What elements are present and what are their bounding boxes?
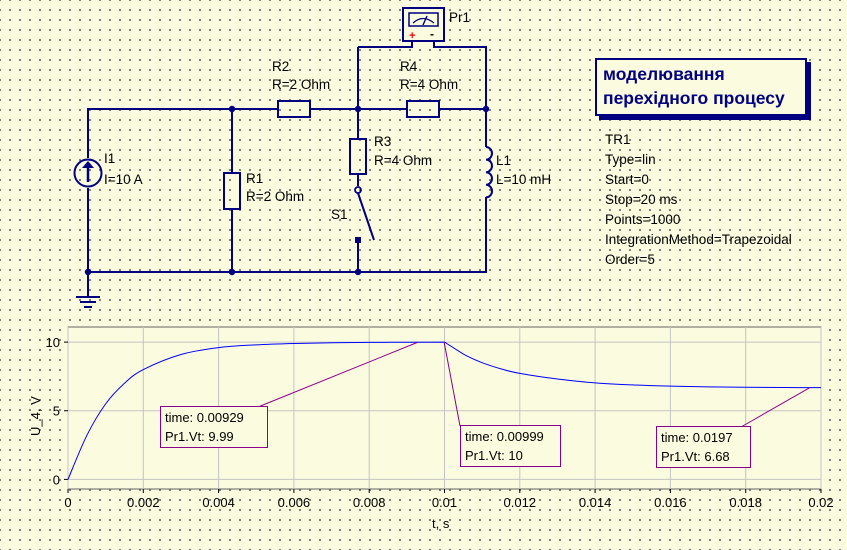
- x-tick-label: 0.02: [808, 495, 833, 510]
- switch-s1[interactable]: [354, 186, 375, 243]
- r1-name-label: R1: [246, 171, 263, 186]
- r4-name-label: R4: [400, 59, 418, 74]
- ground-symbol: [76, 296, 100, 308]
- y-tick-label: 0: [53, 472, 60, 487]
- probe-minus-sign: -: [430, 27, 434, 41]
- y-axis-label: U_4, V: [28, 396, 43, 436]
- r2-value-label: R=2 Ohm: [272, 77, 330, 92]
- probe-plus-sign: +: [409, 30, 415, 42]
- x-tick-label: 0.004: [202, 495, 235, 510]
- r3-name-label: R3: [374, 134, 391, 149]
- marker-box[interactable]: time: 0.0197 Pr1.Vt: 6.68: [656, 426, 751, 468]
- r4-value-label: R=4 Ohm: [400, 77, 458, 92]
- marker-box[interactable]: time: 0.00929 Pr1.Vt: 9.99: [160, 406, 268, 448]
- voltmeter-probe-pr1[interactable]: + -: [402, 7, 445, 42]
- y-tick-label: 10: [46, 335, 60, 350]
- title-line-1: моделювання: [603, 64, 725, 84]
- current-source-i1[interactable]: [73, 158, 103, 188]
- resistor-r4[interactable]: [406, 100, 440, 118]
- x-tick-label: 0.018: [729, 495, 762, 510]
- x-tick-label: 0: [64, 495, 71, 510]
- marker-time-label: time: 0.0197: [661, 430, 733, 445]
- r2-name-label: R2: [272, 59, 289, 74]
- x-tick-label: 0.014: [579, 495, 612, 510]
- junctions: [84, 105, 490, 276]
- resistor-r3[interactable]: [349, 138, 367, 175]
- l1-name-label: L1: [496, 153, 511, 168]
- i1-value-label: I=10 A: [104, 172, 143, 187]
- inductor-l1[interactable]: [485, 146, 493, 199]
- l1-value-label: L=10 mH: [496, 172, 551, 187]
- simulation-param: IntegrationMethod=Trapezoidal: [605, 232, 792, 247]
- resistor-r2[interactable]: [277, 100, 311, 118]
- simulation-param: Order=5: [605, 252, 655, 267]
- marker-value-label: Pr1.Vt: 10: [465, 448, 523, 463]
- marker-time-label: time: 0.00929: [165, 410, 244, 425]
- resistor-r1[interactable]: [223, 172, 241, 210]
- x-axis-label: t, s: [432, 516, 450, 531]
- simulation-param: Start=0: [605, 172, 649, 187]
- x-tick-label: 0.006: [278, 495, 311, 510]
- marker-leader-line: [740, 387, 810, 428]
- marker-value-label: Pr1.Vt: 9.99: [165, 429, 234, 444]
- i1-name-label: I1: [104, 151, 115, 166]
- marker-time-label: time: 0.00999: [465, 429, 544, 444]
- simulation-block-tr1[interactable]: TR1 Type=lin Start=0 Stop=20 ms Points=1…: [605, 130, 792, 270]
- simulation-param: Type=lin: [605, 152, 656, 167]
- s1-name-label: S1: [331, 207, 348, 222]
- chart-ticks: 0 0.002 0.004 0.006 0.008 0.01 0.012 0.014 0.016…: [46, 335, 834, 510]
- marker-leader-line: [257, 341, 418, 408]
- simulation-param: Stop=20 ms: [605, 192, 678, 207]
- marker-leader-line: [443, 342, 461, 427]
- simulation-name: TR1: [605, 132, 631, 147]
- x-tick-label: 0.012: [504, 495, 537, 510]
- x-tick-label: 0.016: [654, 495, 687, 510]
- marker-leader-lines: [257, 341, 810, 428]
- x-tick-label: 0.002: [127, 495, 160, 510]
- r1-value-label: R=2 Ohm: [246, 189, 304, 204]
- y-tick-label: 5: [53, 404, 60, 419]
- r3-value-label: R=4 Ohm: [374, 153, 432, 168]
- schematic-title-box[interactable]: моделювання перехідного процесу: [595, 58, 807, 116]
- marker-box[interactable]: time: 0.00999 Pr1.Vt: 10: [460, 425, 561, 467]
- title-line-2: перехідного процесу: [603, 88, 785, 108]
- x-tick-label: 0.01: [432, 495, 457, 510]
- simulation-param: Points=1000: [605, 212, 681, 227]
- probe-label: Pr1: [449, 10, 470, 25]
- x-tick-label: 0.008: [353, 495, 386, 510]
- wires: [87, 40, 487, 296]
- marker-value-label: Pr1.Vt: 6.68: [661, 449, 730, 464]
